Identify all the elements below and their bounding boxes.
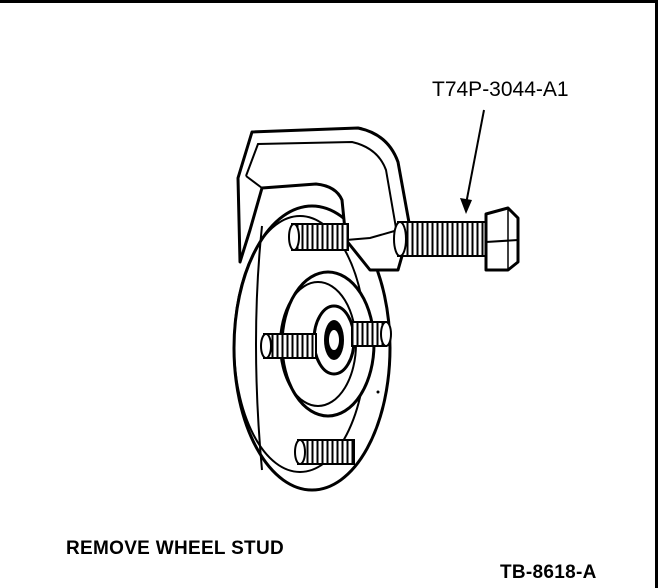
wheel-stud-top	[288, 223, 349, 251]
forcing-screw	[393, 221, 487, 257]
wheel-stud-bottom	[294, 439, 355, 465]
wheel-stud-right	[351, 321, 392, 347]
tool-part-number-label: T74P-3044-A1	[432, 78, 569, 101]
stray-mark	[376, 390, 380, 394]
hex-head	[484, 206, 520, 272]
leader-arrow	[460, 109, 485, 214]
figure-frame	[0, 0, 658, 588]
wheel-stud-left	[260, 333, 317, 359]
stud-remover-c-frame	[236, 126, 412, 272]
figure-caption: REMOVE WHEEL STUD	[66, 538, 284, 559]
figure-id: TB-8618-A	[500, 562, 597, 583]
